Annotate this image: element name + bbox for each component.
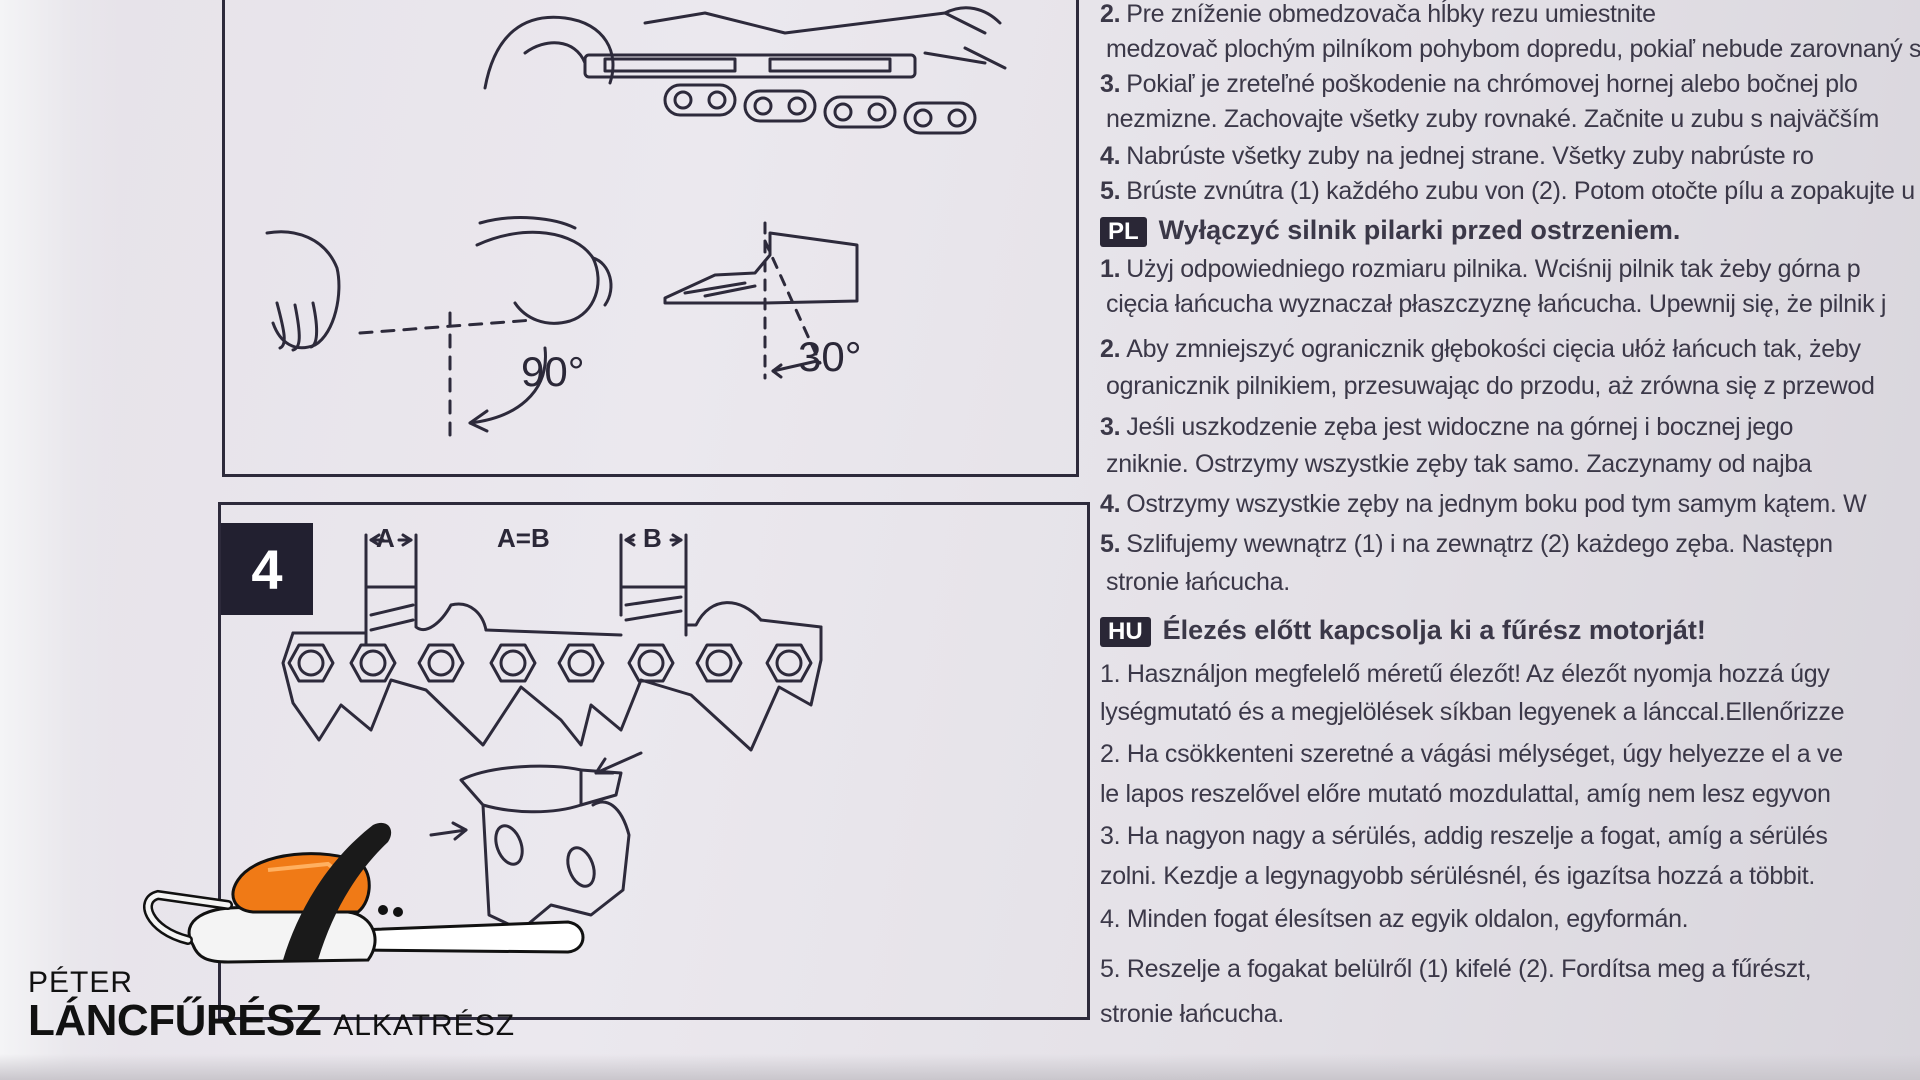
sk-line: 4.Nabrúste všetky zuby na jednej strane.… (1100, 142, 1814, 170)
pl-line: cięcia łańcucha wyznaczał płaszczyznę ła… (1106, 290, 1887, 318)
chainsaw-icon (143, 822, 585, 964)
hu-line: lységmutató és a megjelölések síkban leg… (1100, 698, 1845, 726)
chain-rivets (287, 643, 813, 683)
chain-top (663, 83, 977, 135)
instructions-text-column: 2.Pre zníženie obmedzovača hĺbky rezu um… (1100, 0, 1920, 1080)
logo-text-alkatresz: ALKATRÉSZ (333, 1009, 516, 1042)
hu-line: 1. Használjon megfelelő méretű élezőt! A… (1100, 660, 1830, 688)
hu-line: 4. Minden fogat élesítsen az egyik oldal… (1100, 905, 1689, 933)
sk-line: 3.Pokiaľ je zreteľné poškodenie na chróm… (1100, 70, 1858, 98)
logo-text-main: LÁNCFŰRÉSZ ALKATRÉSZ (28, 996, 515, 1046)
logo-text-lancfuresz: LÁNCFŰRÉSZ (28, 996, 322, 1045)
page-edge-shadow (0, 0, 120, 1080)
dimension-label-b: B (643, 523, 662, 553)
pl-line: 2.Aby zmniejszyć ogranicznik głębokości … (1100, 335, 1861, 363)
pl-line: 4.Ostrzymy wszystkie zęby na jednym boku… (1100, 490, 1867, 518)
diagram-panel-4: 4 (218, 502, 1090, 1020)
page-bottom-edge (0, 1054, 1920, 1080)
step-number-badge: 4 (221, 523, 313, 615)
pl-language-badge: PL (1100, 217, 1147, 247)
angle-90-label: 90° (521, 348, 585, 395)
pl-line: ogranicznik pilnikiem, przesuwając do pr… (1106, 372, 1875, 400)
pl-line: stronie łańcucha. (1106, 568, 1290, 596)
gauge-tool (459, 764, 583, 814)
hu-line: zolni. Kezdje a legynagyobb sérülésnél, … (1100, 862, 1816, 890)
hu-line: 5. Reszelje a fogakat belülről (1) kifel… (1100, 955, 1812, 983)
pl-line: 1.Użyj odpowiedniego rozmiaru pilnika. W… (1100, 255, 1861, 283)
diagram-panel-3: 90° 30° (222, 0, 1079, 477)
brand-logo: PÉTER LÁNCFŰRÉSZ ALKATRÉSZ (28, 800, 588, 1060)
pl-line: 5.Szlifujemy wewnątrz (1) i na zewnątrz … (1100, 530, 1833, 558)
hu-language-badge: HU (1100, 617, 1151, 647)
dimension-label-a-equals-b: A=B (497, 523, 550, 553)
hu-line: 3. Ha nagyon nagy a sérülés, addig resze… (1100, 822, 1828, 850)
hu-line: 2. Ha csökkenteni szeretné a vágási mély… (1100, 740, 1843, 768)
angle-30-label: 30° (798, 333, 862, 380)
dimension-label-a: A (376, 523, 395, 553)
sk-line: 2.Pre zníženie obmedzovača hĺbky rezu um… (1100, 0, 1656, 28)
hu-line: le lapos reszelővel előre mutató mozdula… (1100, 780, 1831, 808)
filing-illustration (265, 6, 1007, 440)
sk-line: nezmizne. Zachovajte všetky zuby rovnaké… (1106, 105, 1880, 133)
sk-line: medzovač plochým pilníkom pohybom dopred… (1106, 35, 1920, 63)
pl-line: zniknie. Ostrzymy wszystkie zęby tak sam… (1106, 450, 1812, 478)
chain-depth-gauge-illustration (281, 533, 823, 932)
logo-text-peter: PÉTER (28, 966, 134, 999)
sk-line: 5.Brúste zvnútra (1) každého zubu von (2… (1100, 177, 1915, 205)
pl-line: 3.Jeśli uszkodzenie zęba jest widoczne n… (1100, 413, 1794, 441)
hu-line: stronie łańcucha. (1100, 1000, 1284, 1028)
